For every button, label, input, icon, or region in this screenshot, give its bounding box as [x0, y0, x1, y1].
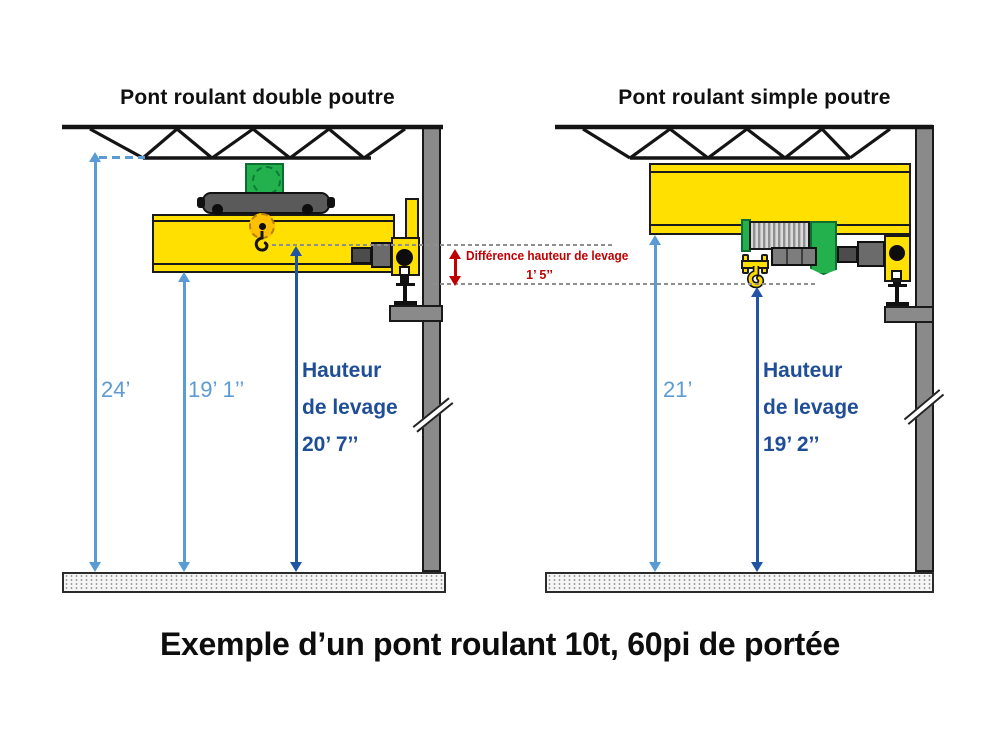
motor-segment-line [801, 249, 803, 264]
dim-arrow-lift-height-left [289, 246, 303, 572]
left-rail-web [403, 286, 407, 302]
under-girder-height-label-right: 21’ [663, 377, 693, 402]
left-column-bracket [389, 305, 443, 322]
right-travel-motor-cap [837, 246, 858, 263]
left-rail-clamp [400, 276, 409, 284]
dim-arrow-under-girder-19ft1 [177, 272, 191, 572]
left-hoist-motor-body [371, 242, 392, 268]
left-pulley-axle [259, 223, 266, 230]
left-motor-fan-icon [252, 166, 281, 195]
right-rail-bottom-flange [886, 302, 909, 306]
hoist-motor-under-drum [771, 247, 817, 266]
left-building-column [422, 125, 441, 572]
lift-right-value: 19’ 2’’ [763, 433, 820, 456]
left-endtruck-upright [405, 198, 419, 239]
left-trolley-buffer-right [327, 197, 335, 208]
hook-level-reference-line-upper [272, 244, 614, 246]
lift-left-line2: de levage [302, 396, 398, 419]
right-roof-truss [555, 124, 933, 160]
left-end-truck-notch [399, 266, 410, 276]
caption: Exemple d’un pont roulant 10t, 60pi de p… [160, 626, 840, 662]
hoist-cable-drum [749, 221, 810, 250]
difference-label: Différence hauteur de levage [466, 249, 629, 263]
lift-left-value: 20’ 7’’ [302, 433, 359, 456]
ceiling-reference-line [99, 156, 145, 159]
under-girder-height-label-left: 19’ 1’’ [188, 377, 245, 402]
dim-arrow-lift-height-right [750, 287, 764, 572]
left-trolley-buffer-left [197, 197, 205, 208]
right-girder-top-flange-line [651, 171, 909, 173]
right-travel-motor-body [857, 241, 885, 267]
left-hoist-motor-cap [351, 247, 372, 264]
left-floor [62, 572, 446, 593]
lift-height-label-right: Hauteur de levage 19’ 2’’ [763, 352, 859, 463]
hook-level-reference-line-lower [433, 283, 816, 285]
right-building-column [915, 125, 934, 572]
clearance-height-label: 24’ [101, 377, 131, 402]
left-hook-icon [254, 231, 269, 252]
right-diagram-title: Pont roulant simple poutre [618, 86, 891, 109]
left-rail-top-flange [396, 283, 415, 286]
motor-segment-line [786, 249, 788, 264]
dim-arrow-clearance-24ft [88, 152, 102, 572]
difference-value: 1’ 5’’ [526, 268, 553, 282]
right-floor [545, 572, 934, 593]
lift-left-line1: Hauteur [302, 359, 382, 382]
left-diagram-title: Pont roulant double poutre [120, 86, 395, 109]
right-end-truck-wheel [889, 245, 905, 261]
right-end-truck-notch [891, 270, 902, 280]
lift-right-line2: de levage [763, 396, 859, 419]
left-trolley-wheel-right [302, 204, 313, 215]
left-trolley-motor [245, 163, 284, 195]
difference-arrow [448, 249, 462, 286]
lift-height-label-left: Hauteur de levage 20’ 7’’ [302, 352, 398, 463]
right-column-bracket [884, 306, 934, 323]
lift-right-line1: Hauteur [763, 359, 843, 382]
left-girder-bottom-flange-line [154, 263, 393, 265]
dim-arrow-under-girder-21ft [648, 235, 662, 572]
left-trolley-wheel-left [212, 204, 223, 215]
left-end-truck-wheel [396, 249, 413, 266]
left-rail-bottom-flange [394, 301, 417, 305]
right-rail-top-flange [888, 284, 907, 287]
right-rail-web [895, 287, 899, 302]
left-roof-truss [62, 124, 443, 160]
